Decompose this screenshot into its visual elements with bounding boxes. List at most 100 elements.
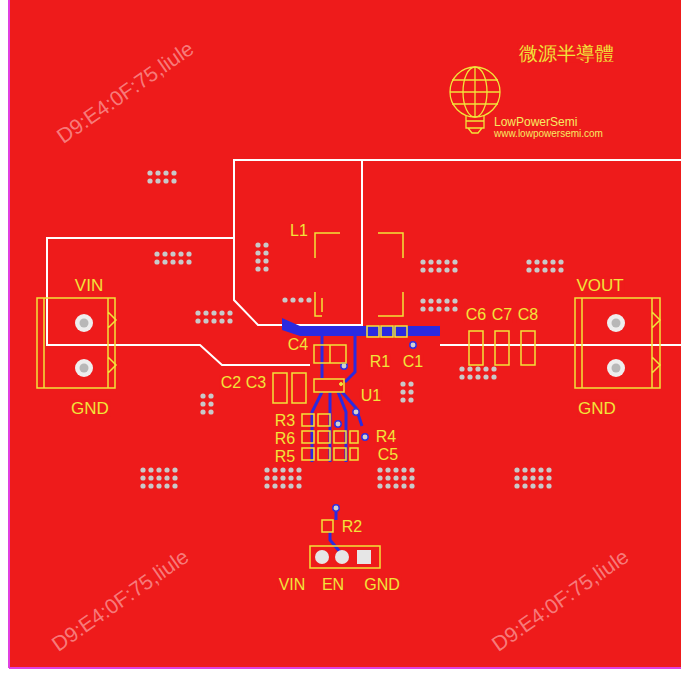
via-array bbox=[140, 170, 563, 488]
capacitor-outline bbox=[469, 331, 483, 365]
resistor-pad bbox=[367, 326, 379, 337]
pin-label: VIN bbox=[278, 577, 307, 593]
via bbox=[335, 421, 341, 427]
screw-pad bbox=[607, 314, 625, 332]
resistor-pad bbox=[322, 520, 333, 532]
screw-pad bbox=[75, 314, 93, 332]
part-designator: U1 bbox=[360, 388, 382, 404]
via-array bbox=[195, 310, 232, 323]
logo-base bbox=[466, 116, 484, 133]
capacitor-outline bbox=[495, 331, 509, 365]
part-designator: C8 bbox=[517, 307, 539, 323]
connector-label: VIN bbox=[74, 277, 104, 294]
via-array bbox=[154, 251, 191, 264]
screw-pad bbox=[607, 359, 625, 377]
part-designator: R3 bbox=[274, 413, 296, 429]
vin-region-outline bbox=[47, 238, 310, 365]
part-designator: C3 bbox=[245, 375, 267, 391]
terminal-block bbox=[582, 298, 660, 388]
via bbox=[410, 342, 416, 348]
header-pin bbox=[335, 550, 349, 564]
via-array bbox=[420, 259, 457, 272]
resistor-pad bbox=[334, 431, 346, 443]
connector-label: GND bbox=[70, 400, 110, 417]
via-array bbox=[526, 259, 563, 272]
trace bbox=[321, 336, 324, 378]
via-array bbox=[420, 298, 457, 311]
ic-outline bbox=[314, 379, 344, 392]
via bbox=[333, 505, 339, 511]
capacitor-outline bbox=[521, 331, 535, 365]
resistor-pad bbox=[318, 414, 330, 426]
header-outline bbox=[310, 546, 380, 568]
header-pin bbox=[315, 550, 329, 564]
via-array bbox=[459, 366, 496, 379]
via bbox=[341, 363, 347, 369]
screw-hole bbox=[612, 364, 621, 373]
via-array bbox=[377, 467, 414, 488]
part-designator: R5 bbox=[274, 449, 296, 465]
terminal-block bbox=[44, 298, 116, 388]
part-designator: L1 bbox=[289, 223, 309, 239]
part-designator: C7 bbox=[491, 307, 513, 323]
resistor-pad bbox=[302, 431, 314, 443]
via bbox=[353, 409, 359, 415]
switch-node-outline bbox=[234, 160, 681, 325]
region-outline bbox=[47, 160, 681, 365]
header-pins bbox=[315, 550, 371, 564]
via-array bbox=[514, 467, 551, 488]
capacitor-outline bbox=[273, 373, 287, 403]
logo-chinese-name: 微源半導體 bbox=[518, 44, 615, 63]
via-array bbox=[255, 242, 268, 271]
part-designator: C4 bbox=[287, 337, 309, 353]
via bbox=[362, 434, 368, 440]
pin-label: EN bbox=[321, 577, 345, 593]
resistor-pad bbox=[318, 431, 330, 443]
screw-hole bbox=[612, 319, 621, 328]
part-designator: R1 bbox=[369, 354, 391, 370]
part-designator: R4 bbox=[375, 429, 397, 445]
resistor-pad bbox=[350, 431, 358, 443]
via-array bbox=[400, 381, 413, 402]
via-array bbox=[200, 393, 213, 414]
logo-globe bbox=[450, 67, 500, 117]
capacitor-pad bbox=[350, 448, 358, 460]
blue-traces bbox=[282, 318, 440, 552]
capacitor-outline bbox=[292, 373, 306, 403]
logo-globe bbox=[450, 67, 500, 117]
board-edge bbox=[8, 0, 10, 668]
header-pin-square bbox=[357, 550, 371, 564]
pin-label: GND bbox=[363, 577, 401, 593]
part-designator: C6 bbox=[465, 307, 487, 323]
silkscreen bbox=[37, 233, 660, 568]
copper-pour bbox=[10, 0, 681, 667]
ic-pin1 bbox=[340, 383, 343, 386]
board-edge bbox=[9, 667, 681, 669]
terminal-block bbox=[575, 298, 660, 388]
capacitor-pad bbox=[395, 326, 407, 337]
screw-hole bbox=[80, 319, 89, 328]
pin1-dot bbox=[340, 383, 343, 386]
via-array bbox=[282, 297, 311, 302]
resistor-pad bbox=[302, 414, 314, 426]
connector-label: VOUT bbox=[575, 277, 624, 294]
part-designator: C5 bbox=[377, 447, 399, 463]
via-array bbox=[147, 170, 176, 183]
inductor-outline bbox=[315, 233, 403, 316]
part-designator: C2 bbox=[220, 375, 242, 391]
capacitor-pad bbox=[334, 448, 346, 460]
part-designator: R2 bbox=[341, 519, 363, 535]
screw-hole bbox=[80, 364, 89, 373]
resistor-pad bbox=[318, 448, 330, 460]
screw-pad bbox=[75, 359, 93, 377]
via-array bbox=[140, 467, 177, 488]
logo-url: www.lowpowersemi.com bbox=[493, 129, 604, 139]
capacitor-outline bbox=[314, 345, 346, 363]
vout-region-outline bbox=[440, 344, 681, 346]
terminal-block bbox=[37, 298, 115, 388]
terminal-screws bbox=[75, 314, 625, 377]
part-designator: R6 bbox=[274, 431, 296, 447]
trace bbox=[282, 318, 440, 336]
connector-label: GND bbox=[577, 400, 617, 417]
